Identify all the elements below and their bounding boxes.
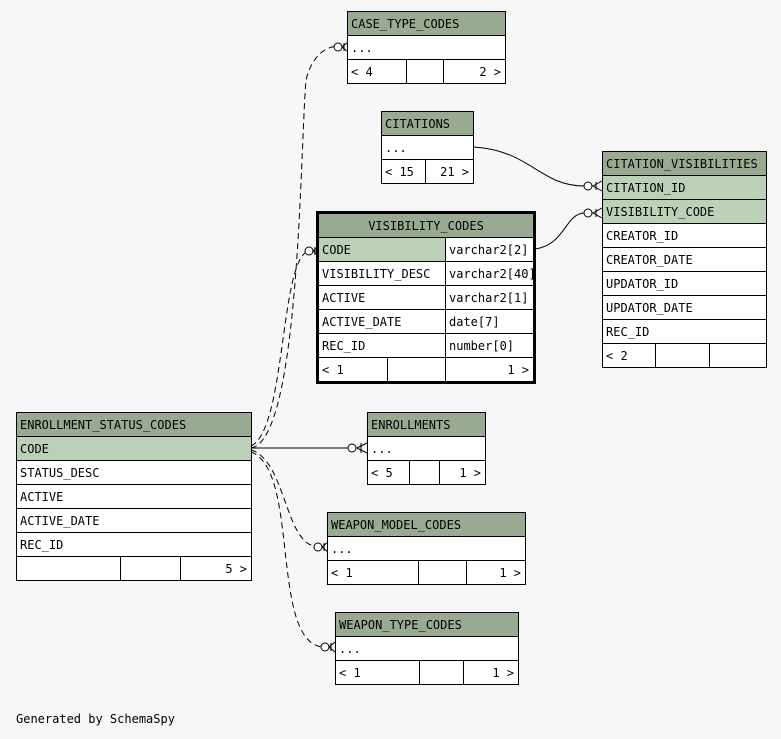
table-title[interactable]: CASE_TYPE_CODES xyxy=(348,12,505,36)
table-citations[interactable]: CITATIONS ... < 15 21 > xyxy=(381,111,474,184)
column-type: varchar2[2] xyxy=(445,238,533,261)
rows-count xyxy=(409,461,439,485)
column-rec-id[interactable]: REC_ID xyxy=(322,339,366,353)
column-visibility-desc[interactable]: VISIBILITY_DESC xyxy=(322,267,431,281)
column-updator-date[interactable]: UPDATOR_DATE xyxy=(606,301,693,315)
columns-ellipsis: ... xyxy=(339,642,361,656)
children-count[interactable]: 1 > xyxy=(463,661,518,685)
cardinality-circle xyxy=(333,42,343,52)
column-type: date[7] xyxy=(445,310,533,333)
parents-count[interactable]: < 1 xyxy=(322,363,344,377)
column-visibility-code[interactable]: VISIBILITY_CODE xyxy=(606,205,715,219)
children-count[interactable]: 2 > xyxy=(442,60,506,84)
table-enrollments[interactable]: ENROLLMENTS ... < 5 1 > xyxy=(367,412,486,485)
children-count[interactable]: 1 > xyxy=(439,461,485,485)
relationship-weapon-model-codes xyxy=(250,449,315,547)
crows-foot xyxy=(341,41,349,53)
table-weapon-model-codes[interactable]: WEAPON_MODEL_CODES ... < 1 1 > xyxy=(327,512,526,585)
table-visibility-codes[interactable]: VISIBILITY_CODES CODE varchar2[2] VISIBI… xyxy=(316,211,536,384)
rows-count xyxy=(418,561,466,585)
rows-count xyxy=(387,358,445,382)
cardinality-circle xyxy=(320,642,330,652)
rows-count xyxy=(655,344,708,368)
rows-count xyxy=(120,557,180,581)
column-creator-date[interactable]: CREATOR_DATE xyxy=(606,253,693,267)
relationship-citations xyxy=(472,146,585,187)
crows-foot xyxy=(328,641,336,653)
crows-foot xyxy=(591,180,603,192)
table-weapon-type-codes[interactable]: WEAPON_TYPE_CODES ... < 1 1 > xyxy=(335,612,519,685)
children-count[interactable]: 1 > xyxy=(466,561,525,585)
column-code[interactable]: CODE xyxy=(20,442,49,456)
rows-count xyxy=(405,60,443,84)
table-title[interactable]: WEAPON_MODEL_CODES xyxy=(328,513,525,537)
children-count[interactable]: 1 > xyxy=(445,358,533,382)
generated-by-label: Generated by SchemaSpy xyxy=(16,712,175,726)
rows-count xyxy=(419,661,463,685)
table-title[interactable]: CITATIONS xyxy=(382,112,473,136)
relationship-weapon-type-codes xyxy=(250,451,323,648)
table-title[interactable]: ENROLLMENT_STATUS_CODES xyxy=(17,413,251,437)
cardinality-circle xyxy=(304,246,314,256)
column-rec-id[interactable]: REC_ID xyxy=(20,538,64,552)
parents-count[interactable]: < 1 xyxy=(331,566,353,580)
cardinality-circle xyxy=(583,181,593,191)
children-count[interactable] xyxy=(708,344,766,368)
crows-foot xyxy=(321,541,329,553)
children-count[interactable]: 5 > xyxy=(180,557,251,581)
column-citation-id[interactable]: CITATION_ID xyxy=(606,181,686,195)
relationship-visibility-link xyxy=(534,212,585,250)
table-enrollment-status-codes[interactable]: ENROLLMENT_STATUS_CODES CODE STATUS_DESC… xyxy=(16,412,252,581)
column-type: varchar2[40] xyxy=(445,262,533,285)
table-title[interactable]: VISIBILITY_CODES xyxy=(319,214,533,238)
parents-count[interactable]: < 5 xyxy=(371,466,393,480)
table-case-type-codes[interactable]: CASE_TYPE_CODES ... < 4 2 > xyxy=(347,11,506,84)
cardinality-circle xyxy=(347,443,357,453)
column-status-desc[interactable]: STATUS_DESC xyxy=(20,466,100,480)
column-active[interactable]: ACTIVE xyxy=(20,490,64,504)
table-title[interactable]: ENROLLMENTS xyxy=(368,413,485,437)
columns-ellipsis: ... xyxy=(351,41,373,55)
columns-ellipsis: ... xyxy=(385,141,407,155)
cardinality-circle xyxy=(583,208,593,218)
parents-count[interactable]: < 4 xyxy=(351,65,373,79)
table-citation-visibilities[interactable]: CITATION_VISIBILITIES CITATION_ID VISIBI… xyxy=(602,151,767,368)
columns-ellipsis: ... xyxy=(371,442,393,456)
table-title[interactable]: WEAPON_TYPE_CODES xyxy=(336,613,518,637)
column-active[interactable]: ACTIVE xyxy=(322,291,366,305)
column-rec-id[interactable]: REC_ID xyxy=(606,325,650,339)
crows-foot xyxy=(591,207,603,219)
parents-count[interactable]: < 1 xyxy=(339,666,361,680)
cardinality-circle xyxy=(313,542,323,552)
parents-count[interactable]: < 2 xyxy=(606,349,628,363)
column-active-date[interactable]: ACTIVE_DATE xyxy=(20,514,100,528)
relationship-visibility-codes xyxy=(250,251,307,447)
relationship-case-type-codes xyxy=(250,45,341,449)
column-code[interactable]: CODE xyxy=(322,243,351,257)
column-updator-id[interactable]: UPDATOR_ID xyxy=(606,277,679,291)
children-count[interactable]: 21 > xyxy=(425,160,473,184)
column-creator-id[interactable]: CREATOR_ID xyxy=(606,229,679,243)
column-type: number[0] xyxy=(445,334,533,357)
column-active-date[interactable]: ACTIVE_DATE xyxy=(322,315,402,329)
parents-count[interactable]: < 15 xyxy=(385,165,414,179)
crows-foot xyxy=(355,442,368,454)
column-type: varchar2[1] xyxy=(445,286,533,309)
table-title[interactable]: CITATION_VISIBILITIES xyxy=(603,152,766,176)
columns-ellipsis: ... xyxy=(331,542,353,556)
parents-count[interactable] xyxy=(17,557,120,581)
